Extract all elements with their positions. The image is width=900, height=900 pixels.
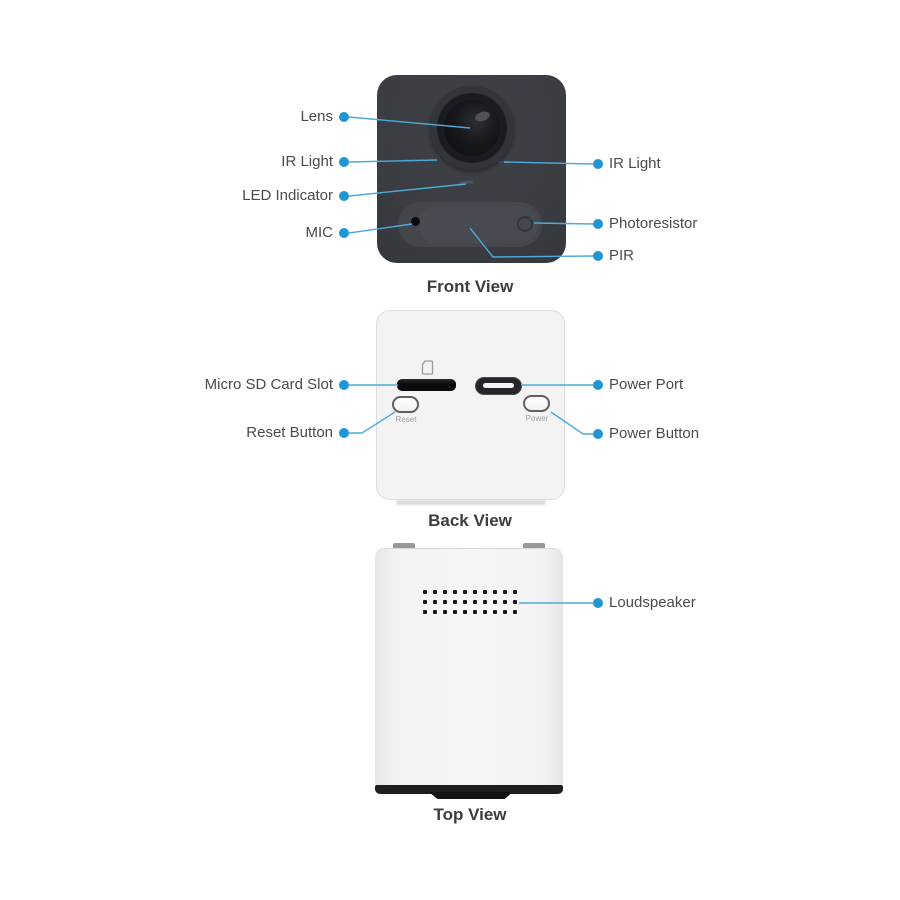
power-button-engraving: Power [525,414,549,423]
label-micro-sd-card-slot: Micro SD Card Slot [204,376,333,393]
sd-card-icon [421,360,434,375]
grille-dot [473,590,477,594]
lens-middle-ring [437,93,507,163]
photoresistor [517,216,533,232]
reset-button [392,396,419,413]
callout-dot-reset-button [339,428,349,438]
label-power-button: Power Button [609,425,700,442]
top-view-caption: Top View [433,805,507,824]
grille-dot [503,600,507,604]
grille-dot [493,600,497,604]
camera-front-body [377,75,566,263]
camera-back-body: Reset Power [376,310,565,500]
grille-dot [463,610,467,614]
grille-dot [433,590,437,594]
grille-dot [503,610,507,614]
callout-dot-loudspeaker [593,598,603,608]
grille-dot [493,590,497,594]
front-view-caption: Front View [426,277,514,296]
label-ir-light-right: IR Light [609,155,661,172]
grille-dot [423,610,427,614]
grille-dot [473,610,477,614]
grille-dot [453,600,457,604]
grille-dot [463,590,467,594]
callout-dot-photoresistor [593,219,603,229]
callout-dot-lens [339,112,349,122]
grille-dot [513,610,517,614]
grille-dot [433,600,437,604]
mic-hole [411,217,420,226]
camera-top-body [375,548,563,788]
callout-dot-ir-light-right [593,159,603,169]
grille-dot [443,600,447,604]
pir-panel [398,202,542,247]
grille-dot [433,610,437,614]
callout-dot-micro-sd-card-slot [339,380,349,390]
grille-dot [463,600,467,604]
grille-dot [483,610,487,614]
mount-tab-right [523,543,545,549]
grille-dot [493,610,497,614]
callout-dot-power-port [593,380,603,390]
ir-light-left-mark [404,159,416,161]
grille-dot [503,590,507,594]
loudspeaker-grille [423,590,517,614]
top-front-edge-bump [429,792,513,799]
back-body-shadow [396,500,546,505]
ir-light-right-mark [498,161,510,163]
label-photoresistor: Photoresistor [609,215,698,232]
power-port-slot [483,383,514,388]
lens-glare [473,109,492,124]
led-indicator [458,180,474,185]
callout-dot-power-button [593,429,603,439]
label-reset-button: Reset Button [246,424,333,441]
grille-dot [453,590,457,594]
grille-dot [513,600,517,604]
grille-dot [483,590,487,594]
grille-dot [483,600,487,604]
grille-dot [443,590,447,594]
grille-dot [443,610,447,614]
label-pir: PIR [609,247,635,264]
grille-dot [513,590,517,594]
micro-sd-card-slot [397,379,456,391]
label-mic: MIC [305,224,334,241]
callout-dot-mic [339,228,349,238]
power-button [523,395,550,412]
top-front-edge [375,785,563,794]
grille-dot [423,590,427,594]
callout-dot-pir [593,251,603,261]
label-led-indicator: LED Indicator [242,187,333,204]
label-power-port: Power Port [609,376,684,393]
label-ir-light-left: IR Light [281,153,333,170]
callout-dot-led-indicator [339,191,349,201]
reset-button-engraving: Reset [395,415,417,424]
grille-dot [453,610,457,614]
lens-outer-ring [430,86,514,170]
lens [444,100,500,156]
back-view-caption: Back View [428,511,512,530]
label-lens: Lens [300,108,333,125]
callout-dot-ir-light-left [339,157,349,167]
power-port [475,377,522,395]
mount-tab-left [393,543,415,549]
label-loudspeaker: Loudspeaker [609,594,696,611]
grille-dot [473,600,477,604]
grille-dot [423,600,427,604]
